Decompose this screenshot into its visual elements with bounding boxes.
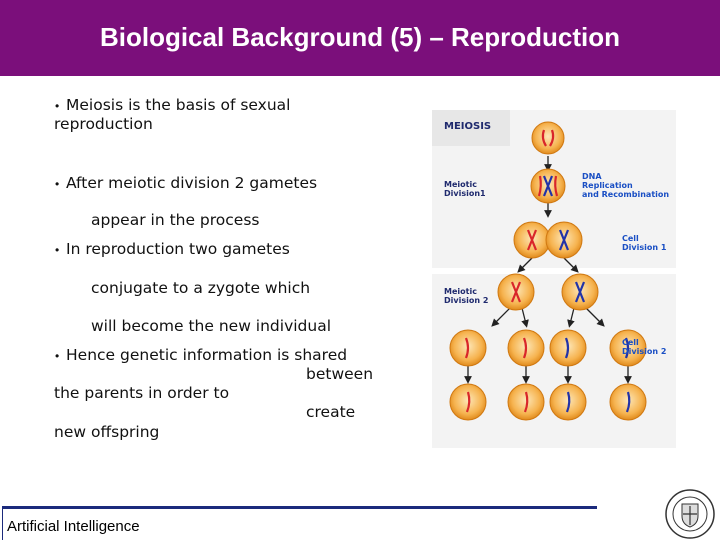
bullet-1-line-1: Meiosis is the basis of sexual [66,96,291,114]
bullet-3-line-2: conjugate to a zygote which [91,279,311,297]
bullet-2-line-1: After meiotic division 2 gametes [66,174,318,192]
label-cell-division-2: Cell Division 2 [622,338,667,356]
title-banner: Biological Background (5) – Reproduction [0,0,720,76]
footer-rule [2,506,597,509]
bullet-4-line-2: between [306,365,374,383]
bullet-4-line-4: create [306,403,356,421]
bullet-3-line-3: will become the new individual [91,317,332,335]
bullet-4-line-5: new offspring [54,423,160,441]
bullet-1-line-2: reproduction [54,115,153,133]
bullet-dot-icon: • [55,99,60,113]
bullet-3-line-1: In reproduction two gametes [66,240,290,258]
bullet-dot-icon: • [55,177,60,191]
meiosis-diagram-graphic [432,110,676,448]
bullet-dot-icon: • [55,349,60,363]
footer-course-name: Artificial Intelligence [7,518,140,535]
bullet-4-line-3: the parents in order to [54,384,230,402]
meiosis-diagram: MEIOSIS Meiotic Division1 DNA Replicatio… [432,110,676,448]
meiosis-heading: MEIOSIS [444,121,492,132]
label-cell-division-1: Cell Division 1 [622,234,667,252]
bullet-2-line-2: appear in the process [91,211,260,229]
label-dna-replication: DNA Replication and Recombination [582,172,670,199]
footer-box [2,509,166,540]
label-meiotic-division-1: Meiotic Division1 [444,180,486,198]
bullet-4-line-1: Hence genetic information is shared [66,346,348,364]
bullet-dot-icon: • [55,243,60,257]
label-meiotic-division-2: Meiotic Division 2 [444,287,489,305]
slide-title: Biological Background (5) – Reproduction [99,22,621,52]
university-seal-icon [665,489,715,539]
